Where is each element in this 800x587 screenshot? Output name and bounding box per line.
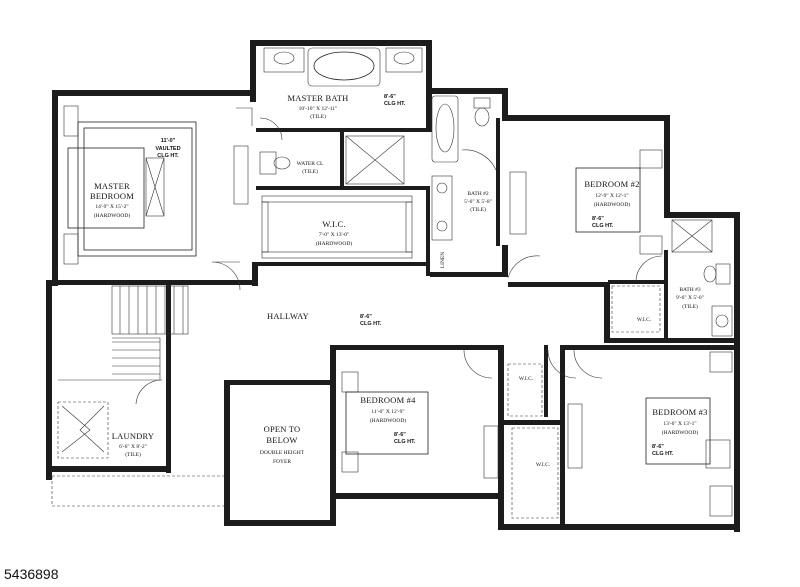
bedroom4-fixtures (341, 349, 499, 479)
master-bath-fixtures (259, 47, 423, 185)
room-name: MASTER BATH (288, 93, 349, 103)
room-material: (TILE) (310, 113, 326, 120)
room-name: W.I.C. (637, 317, 652, 323)
room-material: (HARDWOOD) (662, 429, 699, 436)
listing-id: 5436898 (4, 566, 59, 582)
room-material: (TILE) (470, 206, 486, 213)
bedroom2-fixtures (507, 149, 663, 283)
room-subtitle: DOUBLE HEIGHT (260, 450, 305, 456)
staircase (58, 285, 189, 381)
room-dims: 11'-6" X 12'-9" (371, 409, 404, 415)
ceiling-height: 8'-6" (592, 216, 604, 222)
ceiling-height: 8'-6" (652, 444, 664, 450)
room-material: (TILE) (125, 451, 141, 458)
room-material: (TILE) (302, 168, 318, 175)
room-name: WATER CL (297, 161, 324, 167)
room-subtitle: FOYER (273, 459, 291, 465)
floor-plan: MASTER BATH 10'-10" X 12'-11" (TILE) MAS… (46, 40, 740, 532)
wic-fixtures (507, 349, 603, 519)
room-material: (TILE) (682, 303, 698, 310)
room-dims: 5'-6" X 5'-8" (464, 199, 492, 205)
room-material: (HARDWOOD) (594, 201, 631, 208)
room-name: BATH #2 (467, 191, 488, 197)
room-name: BELOW (266, 435, 297, 445)
ceiling-height: 11'-0" (161, 138, 176, 144)
master-wic-shelves (261, 195, 413, 259)
room-name: BEDROOM #3 (652, 407, 707, 417)
room-name: LAUNDRY (112, 431, 155, 441)
bath3-fixtures (611, 219, 733, 337)
ceiling-height: 8'-6" (360, 314, 372, 320)
room-dims: 6'-6" X 8'-2" (119, 444, 147, 450)
room-dims: 7'-0" X 13'-0" (319, 232, 350, 238)
room-name: HALLWAY (267, 311, 309, 321)
room-name: BEDROOM #2 (584, 179, 639, 189)
room-name: BEDROOM (90, 191, 134, 201)
room-dims: 12'-9" X 12'-1" (595, 193, 628, 199)
room-material: (HARDWOOD) (316, 240, 353, 247)
room-name: BATH #3 (679, 287, 700, 293)
ceiling-label: CLG HT. (592, 223, 614, 229)
room-dims: 14'-9" X 15'-2" (95, 204, 128, 210)
room-dims: 9'-6" X 5'-0" (676, 295, 704, 301)
room-name: MASTER (94, 181, 130, 191)
laundry-fixtures (51, 379, 224, 507)
bedroom3-fixtures (645, 351, 733, 517)
ceiling-height: 8'-6" (394, 432, 406, 438)
ceiling-height: 8'-6" (384, 94, 396, 100)
room-dims: 10'-10" X 12'-11" (299, 106, 338, 112)
room-labels: MASTER BATH 10'-10" X 12'-11" (TILE) MAS… (90, 93, 707, 468)
room-material: (HARDWOOD) (94, 212, 131, 219)
room-name: W.I.C. (519, 376, 534, 382)
ceiling-label: CLG HT. (360, 321, 382, 327)
ceiling-label: CLG HT. (652, 451, 674, 457)
room-name: LINEN (440, 252, 446, 269)
room-name: BEDROOM #4 (360, 395, 416, 405)
room-name: W.I.C. (322, 219, 345, 229)
room-name: W.I.C. (536, 462, 551, 468)
room-name: OPEN TO (264, 424, 301, 434)
ceiling-label: VAULTED (155, 146, 180, 152)
ceiling-label: CLG HT. (394, 439, 416, 445)
ceiling-label: CLG HT. (384, 101, 406, 107)
ceiling-label: CLG HT. (157, 153, 179, 159)
ceiling-notes: 11'-0" VAULTED CLG HT. 8'-6" CLG HT. 8'-… (155, 94, 673, 457)
bath2-fixtures (431, 95, 497, 241)
master-bedroom-fixtures (63, 105, 283, 291)
room-dims: 13'-6" X 13'-1" (663, 421, 696, 427)
room-material: (HARDWOOD) (370, 417, 407, 424)
